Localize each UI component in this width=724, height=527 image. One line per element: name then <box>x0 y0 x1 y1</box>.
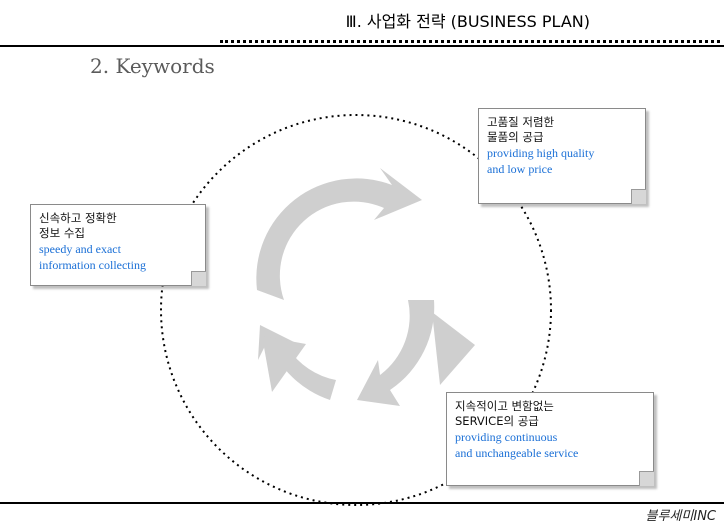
box-en-line2: and unchangeable service <box>455 446 579 460</box>
box-ko-line2: 정보 수집 <box>39 226 85 240</box>
box-en-line1: providing continuous <box>455 430 558 444</box>
company-footer: 블루세미INC <box>645 509 716 524</box>
header-divider <box>0 45 724 47</box>
page-fold-icon <box>631 189 646 204</box>
box-ko-line1: 고품질 저렴한 <box>487 115 555 129</box>
box-en-line2: information collecting <box>39 258 146 272</box>
box-en-line1: providing high quality <box>487 146 595 160</box>
header-dotted-divider <box>220 40 720 43</box>
cycle-arrow-top <box>256 168 422 300</box>
dotted-orbit <box>160 114 552 506</box>
box-en-line2: and low price <box>487 162 553 176</box>
page-fold-icon <box>191 271 206 286</box>
cycle-arrow-right-head <box>432 312 475 385</box>
footer-divider <box>0 502 724 504</box>
cycle-arrow-right <box>357 300 435 406</box>
page-fold-icon <box>639 471 654 486</box>
page-title: Ⅲ. 사업화 전략 (BUSINESS PLAN) <box>345 12 590 31</box>
keyword-box-service: 지속적이고 변함없는 SERVICE의 공급 providing continu… <box>446 392 654 486</box>
box-ko-line1: 지속적이고 변함없는 <box>455 399 554 413</box>
box-ko-line2: SERVICE의 공급 <box>455 414 539 428</box>
box-ko-line1: 신속하고 정확한 <box>39 211 117 225</box>
box-ko-line2: 물품의 공급 <box>487 130 544 144</box>
keyword-box-quality: 고품질 저렴한 물품의 공급 providing high quality an… <box>478 108 646 204</box>
keyword-box-information: 신속하고 정확한 정보 수집 speedy and exact informat… <box>30 204 206 286</box>
box-en-line1: speedy and exact <box>39 242 121 256</box>
section-heading: 2. Keywords <box>90 54 215 78</box>
cycle-arrow-left-head <box>262 336 306 392</box>
